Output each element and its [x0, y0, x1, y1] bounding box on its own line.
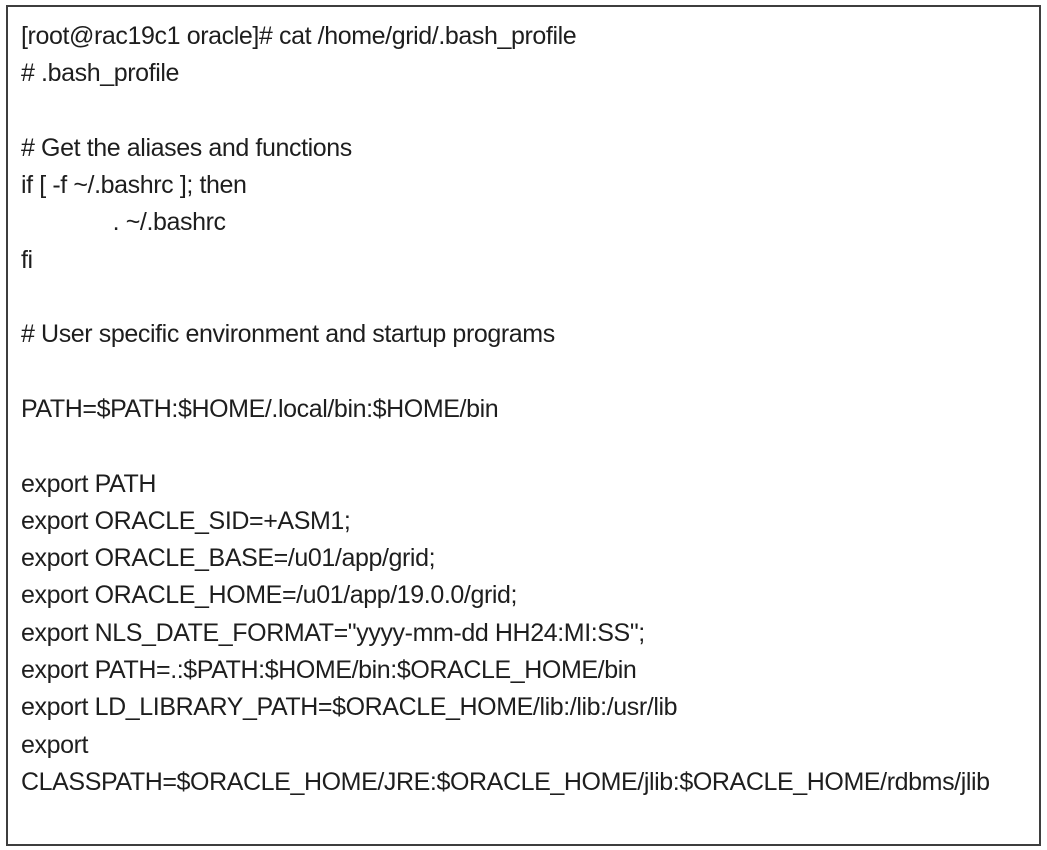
terminal-line: export ORACLE_BASE=/u01/app/grid; [21, 544, 436, 573]
terminal-line [21, 279, 1025, 316]
terminal-line: PATH=$PATH:$HOME/.local/bin:$HOME/bin [21, 394, 499, 423]
terminal-line: export PATH [21, 469, 156, 498]
terminal-line: . ~/.bashrc [21, 208, 226, 237]
terminal-line: export ORACLE_HOME=/u01/app/19.0.0/grid; [21, 581, 518, 610]
terminal-line: export ORACLE_SID=+ASM1; [21, 506, 351, 535]
terminal-line: # User specific environment and startup … [21, 320, 555, 349]
terminal-line: export LD_LIBRARY_PATH=$ORACLE_HOME/lib:… [21, 693, 678, 722]
terminal-output: [root@rac19c1 oracle]# cat /home/grid/.b… [21, 18, 1025, 801]
terminal-line: # Get the aliases and functions [21, 133, 352, 162]
terminal-line: fi [21, 245, 33, 274]
terminal-line: export NLS_DATE_FORMAT="yyyy-mm-dd HH24:… [21, 618, 645, 647]
terminal-line: if [ -f ~/.bashrc ]; then [21, 171, 247, 200]
prompt-line: [root@rac19c1 oracle]# cat /home/grid/.b… [21, 22, 577, 50]
terminal-line [21, 428, 1025, 465]
terminal-line: export PATH=.:$PATH:$HOME/bin:$ORACLE_HO… [21, 656, 637, 685]
terminal-line: # .bash_profile [21, 59, 180, 88]
terminal-window[interactable]: [root@rac19c1 oracle]# cat /home/grid/.b… [6, 5, 1041, 846]
terminal-line: CLASSPATH=$ORACLE_HOME/JRE:$ORACLE_HOME/… [21, 767, 990, 796]
terminal-line: export [21, 730, 89, 759]
terminal-line [21, 93, 1025, 130]
terminal-line [21, 354, 1025, 391]
